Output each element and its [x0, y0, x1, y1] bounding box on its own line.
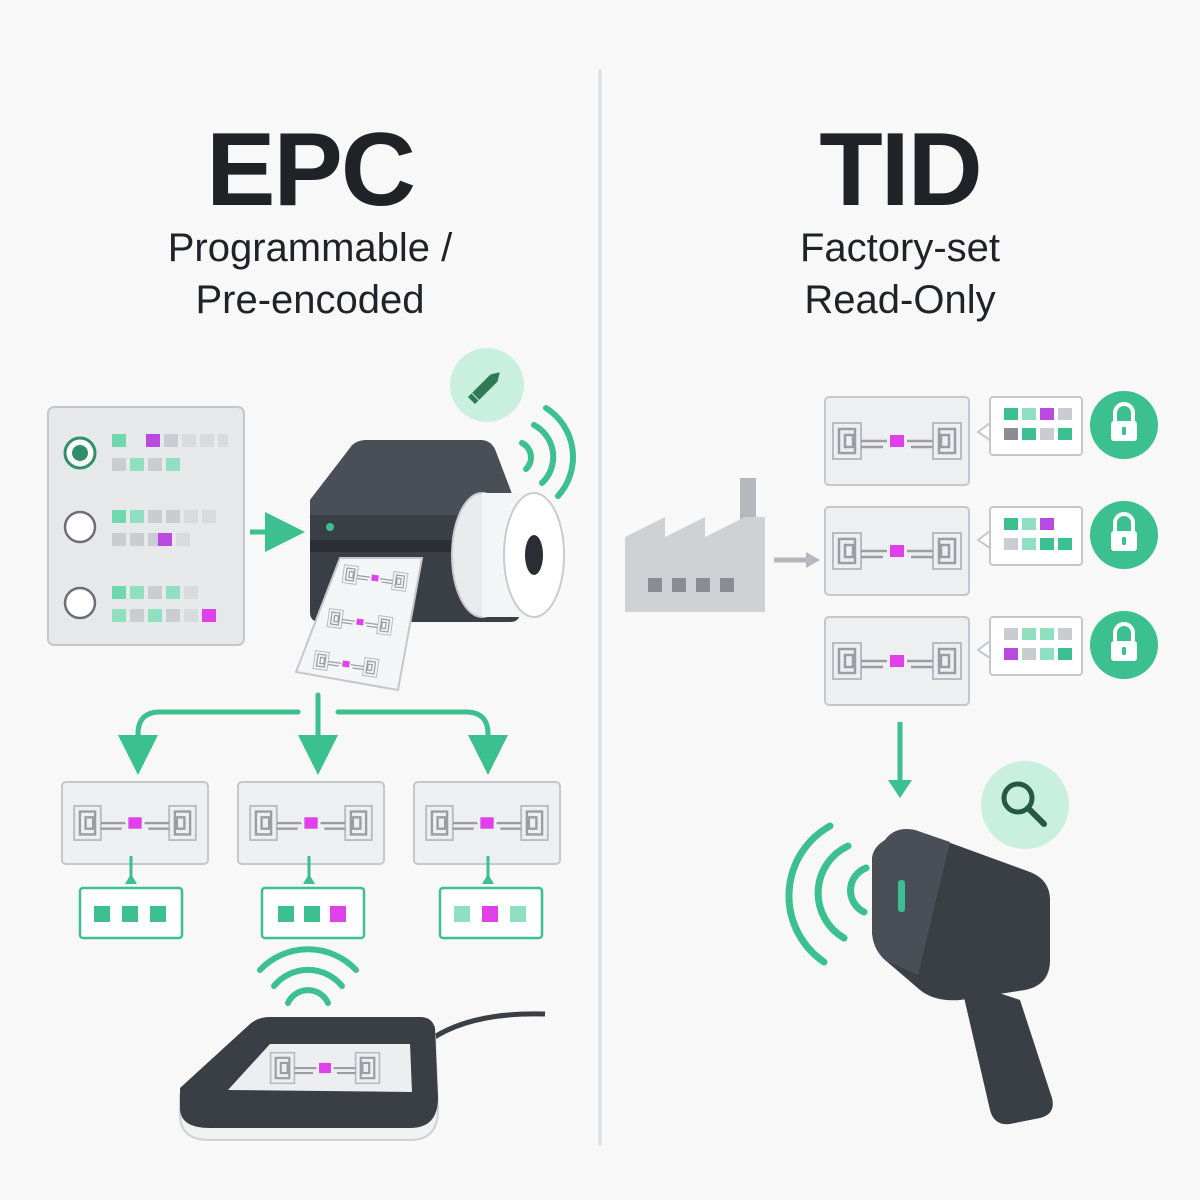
magnifier-icon [981, 761, 1069, 849]
factory-icon [625, 478, 765, 612]
epc-selection-panel [47, 406, 245, 646]
tid-tag-3 [824, 609, 1160, 706]
pencil-icon [450, 348, 524, 422]
epc-subtitle: Programmable / Pre-encoded [80, 222, 540, 326]
tid-subtitle-line2: Read-Only [804, 278, 996, 322]
rfid-reader-pad-icon [179, 946, 546, 1141]
branch-arrows [118, 692, 508, 775]
lock-icon [1088, 609, 1160, 681]
radio-option-3[interactable] [63, 586, 216, 622]
epc-title: EPC [206, 112, 416, 228]
wireless-signal-icon [785, 822, 870, 966]
tid-tag-2 [824, 499, 1160, 596]
wireless-signal-icon [519, 405, 577, 499]
tid-subtitle-line1: Factory-set [799, 226, 1001, 270]
epc-subtitle-line2: Pre-encoded [195, 278, 425, 322]
tid-title: TID [819, 112, 983, 228]
lock-icon [1088, 389, 1160, 461]
handheld-scanner-icon [872, 829, 1053, 1125]
encoded-tag-2 [237, 781, 385, 940]
encoded-tag-3 [413, 781, 561, 940]
tid-subtitle: Factory-set Read-Only [690, 222, 1110, 326]
radio-option-2[interactable] [63, 510, 216, 546]
tid-tag-1 [824, 389, 1160, 486]
lock-icon [1088, 499, 1160, 571]
rfid-printer-icon [294, 440, 565, 692]
encoded-tag-1 [61, 781, 209, 940]
radio-option-selected[interactable] [63, 434, 228, 471]
epc-subtitle-line1: Programmable / [167, 226, 453, 270]
